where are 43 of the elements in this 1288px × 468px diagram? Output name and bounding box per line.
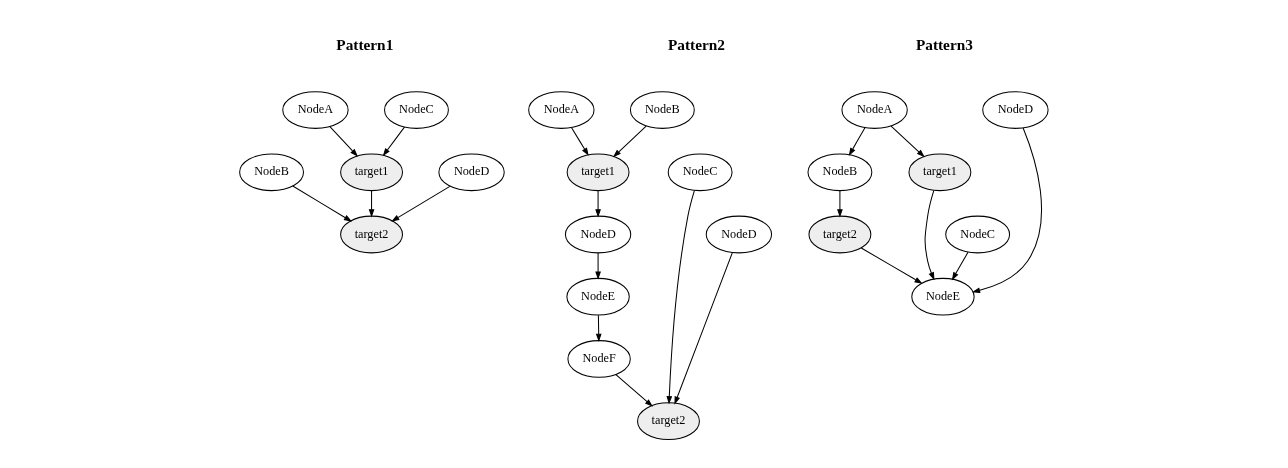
arrow [571,126,589,156]
node-ellipse: target1 [908,152,972,191]
node-ellipse: NodeA [841,90,908,129]
arrow [292,185,353,222]
arrow [612,125,647,157]
node-ellipse: NodeC [667,152,733,191]
node-ellipse: NodeC [384,90,449,129]
node-ellipse: NodeA [528,90,595,129]
node-ellipse: NodeD [705,215,773,253]
arrow [382,126,405,156]
node-ellipse: target2 [637,401,700,440]
node-ellipse: NodeB [629,90,695,129]
arrow [837,189,843,217]
node-ellipse: NodeB [807,152,873,191]
node-ellipse: target1 [566,152,630,191]
label: Pattern1 [336,35,394,53]
label: Pattern2 [667,35,725,53]
arrow [860,247,923,284]
node-ellipse: NodeF [567,339,631,378]
node-ellipse: NodeD [564,215,632,253]
arrow [971,127,1042,293]
node-ellipse: NodeA [282,90,349,129]
arrow [329,125,358,157]
arrow [615,373,654,407]
arrow [666,189,695,404]
arrow [951,251,969,280]
arrow [674,251,733,405]
node-ellipse: NodeE [566,277,630,316]
arrow [890,125,925,157]
arrow [595,251,601,280]
node-ellipse: NodeB [239,152,304,191]
node-ellipse: target1 [340,152,403,191]
node-ellipse: NodeC [945,215,1011,253]
arrow [595,189,601,217]
arrow [595,314,602,342]
node-ellipse: NodeD [438,152,505,191]
node-ellipse: NodeD [982,90,1049,129]
arrow [848,126,866,156]
label: Pattern3 [915,35,973,53]
arrow [924,189,935,280]
node-ellipse: target2 [808,215,872,253]
arrow [391,185,451,222]
arrow [368,189,375,217]
